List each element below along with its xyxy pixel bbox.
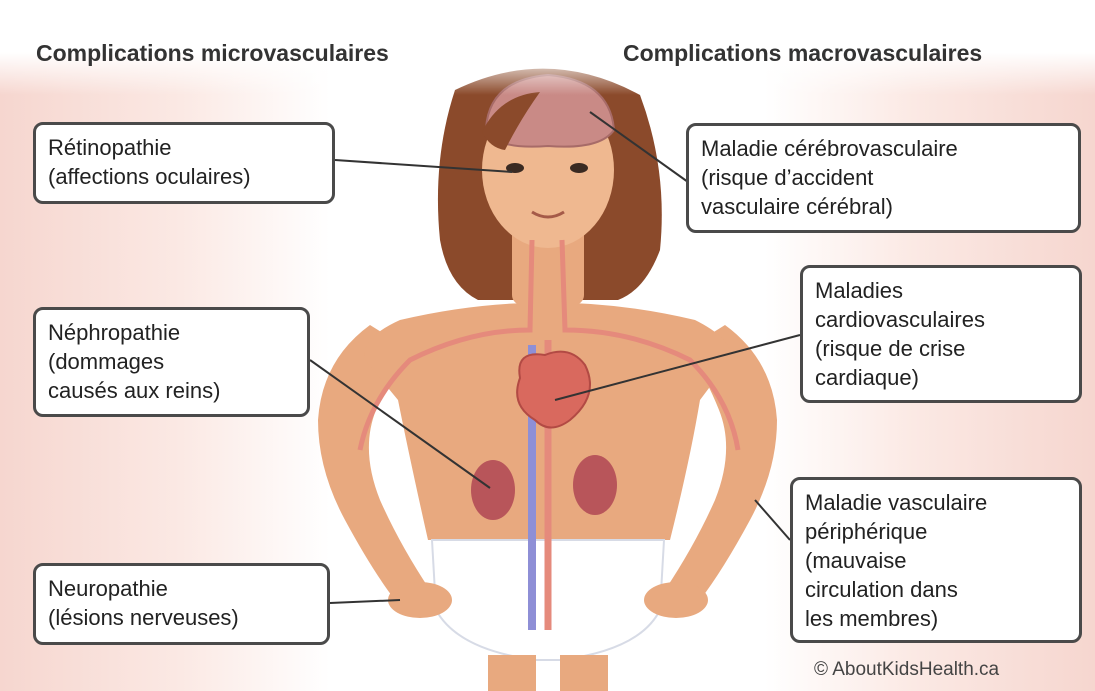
- label-neuropathy: Neuropathie (lésions nerveuses): [33, 563, 330, 645]
- pointer-peripheral: [755, 500, 790, 540]
- left-kidney: [471, 460, 515, 520]
- right-kidney: [573, 455, 617, 515]
- label-cardiovascular-line1: Maladies: [815, 276, 1067, 305]
- label-nephropathy: Néphropathie (dommages causés aux reins): [33, 307, 310, 417]
- left-leg: [488, 655, 536, 691]
- header-macrovascular: Complications macrovasculaires: [623, 40, 982, 67]
- label-nephropathy-line3: causés aux reins): [48, 376, 295, 405]
- label-peripheral-line2: périphérique: [805, 517, 1067, 546]
- label-retinopathy-line1: Rétinopathie: [48, 133, 320, 162]
- label-nephropathy-line1: Néphropathie: [48, 318, 295, 347]
- label-cardiovascular-line3: (risque de crise: [815, 334, 1067, 363]
- label-peripheral-line5: les membres): [805, 604, 1067, 633]
- label-cerebrovascular-line1: Maladie cérébrovasculaire: [701, 134, 1066, 163]
- label-cardiovascular-line2: cardiovasculaires: [815, 305, 1067, 334]
- label-peripheral-line4: circulation dans: [805, 575, 1067, 604]
- label-retinopathy-line2: (affections oculaires): [48, 162, 320, 191]
- label-retinopathy: Rétinopathie (affections oculaires): [33, 122, 335, 204]
- label-cardiovascular-line4: cardiaque): [815, 363, 1067, 392]
- copyright-credit: © AboutKidsHealth.ca: [814, 659, 999, 681]
- right-leg: [560, 655, 608, 691]
- right-hand: [644, 582, 708, 618]
- label-peripheral-line1: Maladie vasculaire: [805, 488, 1067, 517]
- label-peripheral-vascular: Maladie vasculaire périphérique (mauvais…: [790, 477, 1082, 643]
- header-microvascular: Complications microvasculaires: [36, 40, 389, 67]
- label-cerebrovascular-line3: vasculaire cérébral): [701, 192, 1066, 221]
- label-peripheral-line3: (mauvaise: [805, 546, 1067, 575]
- label-nephropathy-line2: (dommages: [48, 347, 295, 376]
- label-cerebrovascular-line2: (risque d’accident: [701, 163, 1066, 192]
- label-neuropathy-line1: Neuropathie: [48, 574, 315, 603]
- label-cerebrovascular: Maladie cérébrovasculaire (risque d’acci…: [686, 123, 1081, 233]
- label-neuropathy-line2: (lésions nerveuses): [48, 603, 315, 632]
- right-eye: [570, 163, 588, 173]
- label-cardiovascular: Maladies cardiovasculaires (risque de cr…: [800, 265, 1082, 403]
